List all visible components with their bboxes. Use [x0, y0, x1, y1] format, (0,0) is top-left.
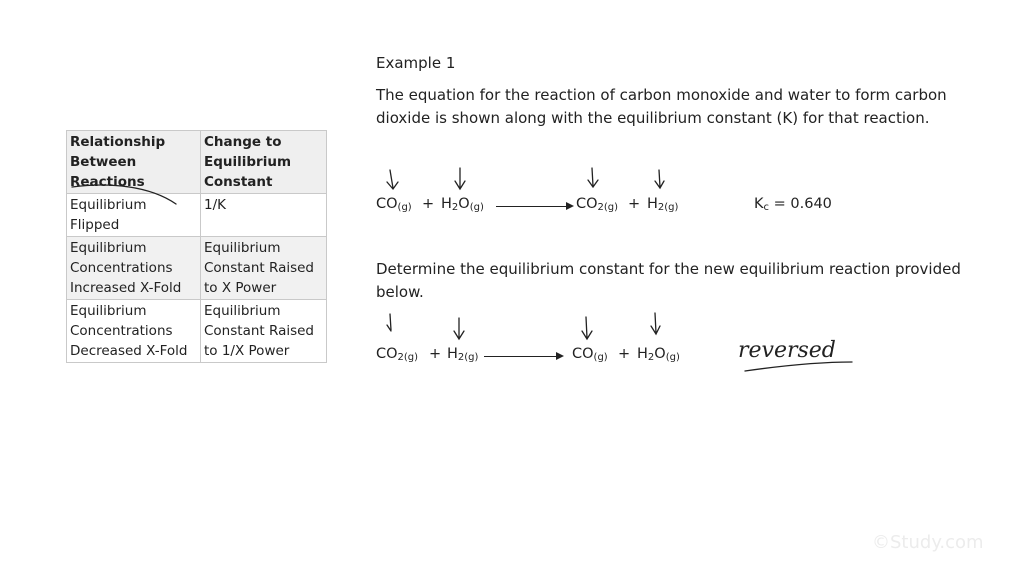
watermark: ©Study.com [872, 532, 984, 553]
down-arrow-icon [453, 317, 465, 341]
cell-relationship: Equilibrium Flipped [66, 193, 201, 237]
cell-relationship: Equilibrium Concentrations Decreased X-F… [66, 299, 201, 363]
cell-relationship: Equilibrium Concentrations Increased X-F… [66, 236, 201, 300]
ink-underline [744, 361, 853, 372]
ink-curve [71, 184, 177, 205]
table-row: Equilibrium Flipped 1/K [66, 193, 327, 237]
reaction-2-plus-2: + [618, 346, 631, 362]
cell-change: Equilibrium Constant Raised to 1/X Power [200, 299, 327, 363]
example-intro: The equation for the reaction of carbon … [376, 86, 947, 127]
table-header-row: Relationship Between Reactions Change to… [66, 130, 327, 194]
reaction-2-reactant-h2: H2(g) [447, 346, 479, 363]
down-arrow-icon [650, 312, 661, 336]
relationship-table: Relationship Between Reactions Change to… [66, 130, 327, 363]
down-arrow-icon [454, 167, 466, 191]
example-title: Example 1 [376, 54, 456, 72]
down-arrow-icon [587, 167, 599, 189]
reaction-1-product-co2: CO2(g) [576, 196, 619, 213]
handwritten-reversed: reversed [738, 338, 836, 363]
down-arrow-icon [581, 316, 593, 341]
down-arrow-icon [386, 169, 399, 191]
reaction-2-plus: + [429, 346, 442, 362]
reaction-2-arrow [484, 356, 556, 357]
reaction-2-arrowhead [556, 352, 564, 360]
reaction-1-product-h2: H2(g) [647, 196, 679, 213]
cell-change: 1/K [200, 193, 327, 237]
reaction-1-reactant-co: CO(g) [376, 196, 412, 213]
reaction-2-product-h2o: H2O(g) [637, 346, 680, 363]
table-row: Equilibrium Concentrations Increased X-F… [66, 236, 327, 300]
equilibrium-constant: Kc = 0.640 [754, 196, 832, 213]
reaction-2-reactant-co2: CO2(g) [376, 346, 419, 363]
reaction-1-plus-2: + [628, 196, 641, 212]
reaction-2-product-co: CO(g) [572, 346, 608, 363]
cell-change: Equilibrium Constant Raised to X Power [200, 236, 327, 300]
header-relationship: Relationship Between Reactions [66, 130, 201, 194]
question-text: Determine the equilibrium constant for t… [376, 260, 961, 301]
reaction-1-arrowhead [566, 202, 574, 210]
reaction-1-plus: + [422, 196, 435, 212]
down-arrow-icon [654, 169, 665, 190]
reaction-1-reactant-h2o: H2O(g) [441, 196, 484, 213]
table-row: Equilibrium Concentrations Decreased X-F… [66, 299, 327, 363]
header-change: Change to Equilibrium Constant [200, 130, 327, 194]
down-arrow-icon [386, 313, 392, 332]
reaction-1-arrow [496, 206, 566, 207]
